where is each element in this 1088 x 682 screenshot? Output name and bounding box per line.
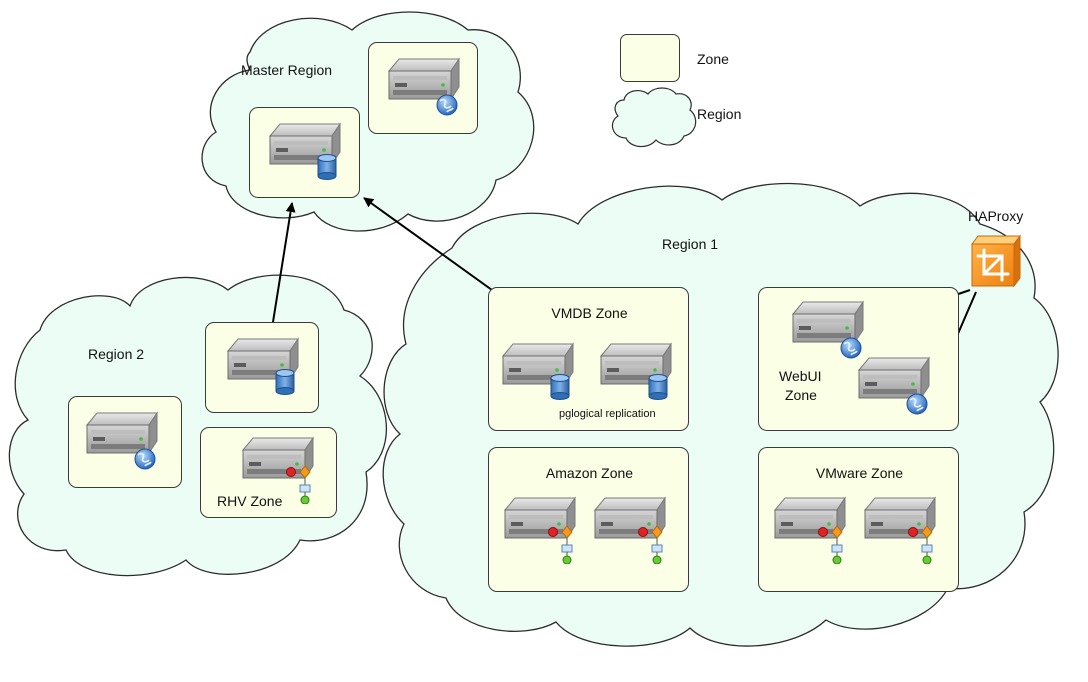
- server: [771, 492, 849, 564]
- arrow-region1-to-master: [363, 197, 493, 291]
- legend-region-cloud: [611, 87, 697, 148]
- server: [239, 432, 317, 504]
- amazon-zone: Amazon Zone: [488, 447, 689, 592]
- webui-zone-label-line1: WebUI: [779, 368, 822, 384]
- vmware-zone-label: VMware Zone: [815, 465, 904, 481]
- provider-connector-icon: [548, 525, 573, 564]
- provider-connector-icon: [286, 465, 311, 504]
- database-icon: [275, 369, 295, 395]
- legend-zone-label: Zone: [697, 51, 729, 67]
- region2-web-zone: [68, 396, 182, 488]
- vmware-zone: VMware Zone: [758, 447, 959, 592]
- amazon-zone-label: Amazon Zone: [545, 465, 634, 481]
- replication-label: pglogical replication: [559, 408, 656, 420]
- rhv-zone: RHV Zone: [200, 427, 337, 518]
- globe-icon: [436, 94, 458, 116]
- legend-zone-swatch: [620, 34, 680, 82]
- server: [597, 338, 675, 410]
- load-balancer-icon: [966, 232, 1022, 288]
- server: [224, 333, 302, 405]
- provider-connector-icon: [638, 525, 663, 564]
- vmdb-zone: VMDB Zone pglogical replication: [488, 287, 689, 431]
- region-2-label: Region 2: [88, 346, 145, 362]
- region2-db-zone: [205, 322, 319, 413]
- master-db-zone: [249, 107, 360, 198]
- server: [591, 492, 669, 564]
- rhv-zone-label: RHV Zone: [217, 493, 283, 509]
- server: [789, 296, 867, 368]
- provider-connector-icon: [908, 525, 933, 564]
- webui-zone: WebUI Zone: [758, 287, 959, 431]
- master-region-label: Master Region: [241, 62, 333, 78]
- vmdb-zone-label: VMDB Zone: [551, 305, 628, 321]
- provider-connector-icon: [818, 525, 843, 564]
- server: [501, 492, 579, 564]
- server: [266, 118, 344, 190]
- server: [855, 352, 933, 424]
- server: [499, 338, 577, 410]
- server: [861, 492, 939, 564]
- database-icon: [317, 154, 337, 180]
- server: [385, 53, 463, 125]
- database-icon: [550, 374, 570, 400]
- arrow-region2-to-master: [272, 202, 296, 323]
- server: [83, 407, 161, 479]
- globe-icon: [134, 448, 156, 470]
- webui-zone-label-line2: Zone: [785, 387, 817, 403]
- database-icon: [648, 374, 668, 400]
- globe-icon: [906, 393, 928, 415]
- haproxy-label: HAProxy: [968, 208, 1024, 224]
- legend-region-label: Region: [697, 106, 742, 122]
- region-1-label: Region 1: [662, 236, 719, 252]
- region-2-cloud: [8, 274, 387, 577]
- master-web-zone: [368, 42, 478, 134]
- globe-icon: [840, 337, 862, 359]
